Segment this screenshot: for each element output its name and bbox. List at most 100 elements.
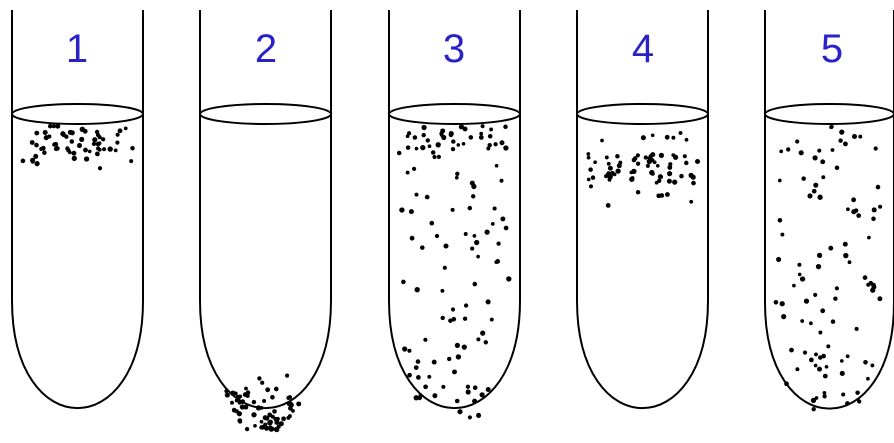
particle-dot — [807, 193, 813, 199]
particle-dot — [440, 315, 445, 321]
liquid-surface — [764, 103, 894, 125]
particle-dot — [452, 369, 457, 375]
particle-dot — [802, 350, 808, 355]
particle-dot — [442, 265, 447, 270]
particle-dot — [480, 330, 486, 336]
tube-body-outline — [11, 10, 144, 409]
particle-dot — [430, 150, 436, 155]
particle-dot — [431, 359, 437, 365]
particle-dot — [409, 235, 415, 241]
particle-dot — [264, 425, 270, 431]
particle-dot — [851, 133, 858, 140]
particle-dot — [237, 400, 242, 405]
particle-dot — [115, 140, 120, 145]
tube-2: 2 — [199, 10, 332, 433]
particle-dot — [678, 130, 683, 135]
particle-dot — [779, 301, 785, 307]
particle-dot — [867, 235, 871, 240]
particle-dot — [244, 426, 250, 432]
particle-dot — [813, 182, 819, 188]
particle-dot — [421, 132, 426, 138]
particle-dot — [285, 373, 290, 378]
particle-dot — [42, 129, 48, 136]
particle-dot — [643, 155, 648, 160]
particle-dot — [262, 415, 268, 421]
particle-dot — [71, 150, 77, 156]
particle-dot — [495, 259, 501, 264]
particle-dot — [472, 385, 478, 390]
particle-dot — [238, 394, 243, 399]
particle-dot — [455, 354, 462, 360]
particle-dot — [873, 146, 878, 151]
particle-dot — [795, 139, 800, 144]
particle-dot — [461, 141, 466, 146]
particle-dot — [47, 123, 53, 129]
particle-dot — [818, 355, 823, 360]
particle-dot — [856, 213, 862, 218]
particle-dot — [809, 321, 813, 326]
particle-dot — [665, 192, 670, 197]
particle-dot — [866, 376, 870, 381]
particle-dot — [815, 263, 822, 270]
particle-dot — [396, 150, 402, 156]
particle-dot — [821, 175, 826, 180]
particle-dot — [462, 316, 468, 321]
liquid-surface — [576, 103, 709, 125]
particle-dot — [480, 124, 485, 129]
particle-dot — [436, 154, 441, 159]
particle-dot — [454, 342, 460, 348]
particle-dot — [412, 166, 417, 171]
particle-dot — [476, 412, 482, 418]
particle-dot — [448, 132, 454, 138]
tube-label-4: 4 — [632, 27, 654, 71]
particle-dot — [688, 172, 694, 178]
particle-dot — [476, 254, 480, 259]
particle-dot — [824, 364, 829, 369]
particle-dot — [499, 178, 504, 183]
particle-dot — [833, 296, 838, 301]
particle-dot — [479, 131, 484, 136]
particle-dot — [251, 399, 257, 405]
particle-dot — [689, 199, 694, 204]
particle-dot — [607, 174, 613, 180]
particle-dot — [454, 175, 459, 180]
particle-dot — [868, 280, 874, 286]
particle-dot — [29, 140, 35, 145]
particle-dot — [820, 308, 826, 314]
tube-label-5: 5 — [821, 27, 843, 71]
particle-dot — [117, 128, 123, 134]
particle-dot — [816, 252, 823, 259]
particle-dot — [39, 147, 44, 151]
particle-dot — [490, 222, 495, 226]
particle-dot — [421, 124, 427, 131]
particle-dot — [435, 142, 441, 148]
particle-dot — [296, 401, 302, 407]
particle-dot — [231, 407, 237, 413]
particle-dot — [467, 205, 473, 211]
particle-dot — [79, 126, 85, 132]
particle-dot — [55, 123, 61, 129]
tube-5: 5 — [764, 10, 894, 412]
particle-dot — [842, 241, 848, 247]
particle-dot — [101, 137, 106, 142]
particle-dot — [590, 175, 596, 180]
particle-dot — [260, 424, 266, 430]
particle-dot — [485, 387, 491, 392]
tube-body-outline — [388, 10, 521, 409]
particle-dot — [274, 426, 280, 432]
particle-dot — [784, 381, 789, 387]
particle-dot — [830, 148, 835, 152]
particle-dot — [658, 152, 665, 159]
particle-dot — [786, 147, 791, 152]
particle-dot — [129, 159, 134, 164]
particle-dot — [588, 167, 593, 172]
particle-dot — [407, 348, 412, 353]
particle-dot — [432, 154, 437, 160]
particle-dot — [288, 405, 293, 411]
particle-dot — [402, 346, 408, 352]
particle-dot — [52, 142, 57, 147]
particle-dot — [240, 399, 246, 405]
particle-dot — [586, 152, 591, 156]
particle-dot — [416, 375, 421, 380]
particle-dot — [667, 165, 673, 170]
